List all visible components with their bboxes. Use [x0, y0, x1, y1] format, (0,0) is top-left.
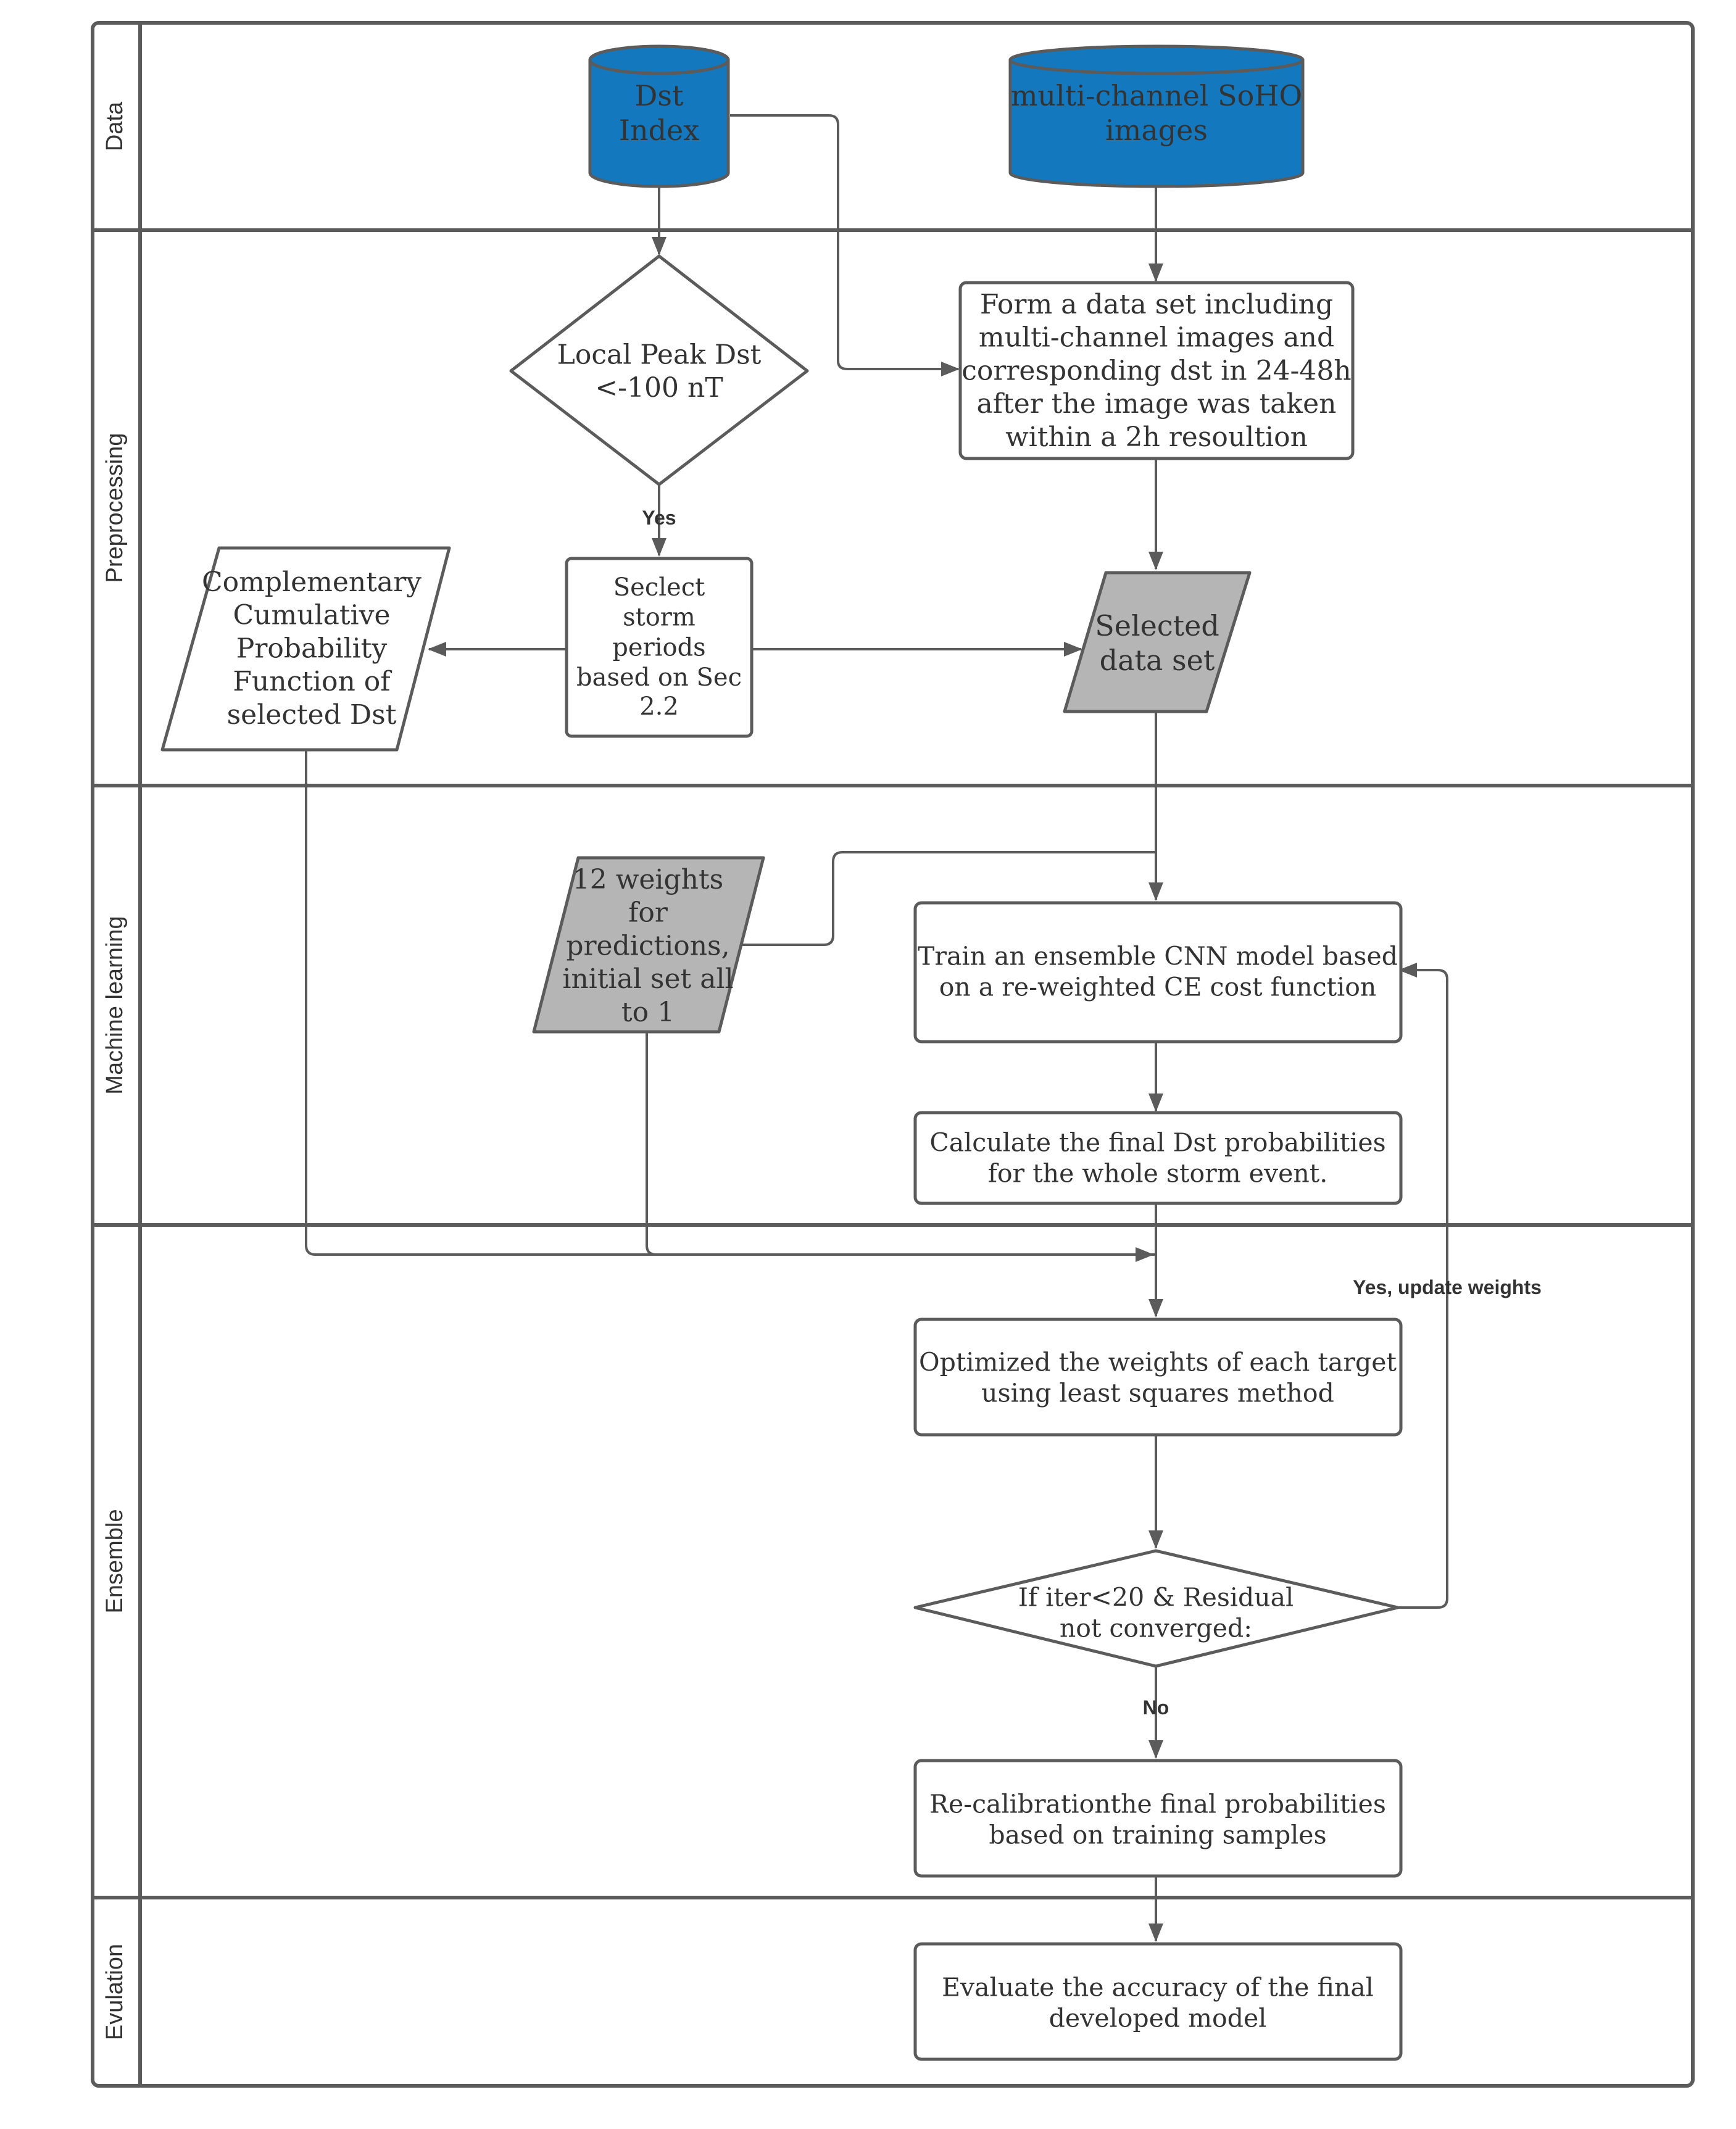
select-storm-section-link[interactable]: 2.2: [639, 692, 679, 721]
text-line: Train an ensemble CNN model based: [918, 941, 1398, 971]
text-line: within a 2h resoultion: [1005, 421, 1308, 453]
text-line: for: [628, 897, 668, 929]
text-line: using least squares method: [981, 1378, 1334, 1408]
lane-label-evaluation: Evulation: [102, 1944, 128, 2040]
text-line: Re-calibrationthe final probabilities: [929, 1789, 1386, 1819]
lane-label-preprocessing: Preprocessing: [102, 433, 128, 583]
text-line: for the whole storm event.: [988, 1158, 1328, 1188]
edge-label-yes: Yes: [642, 507, 676, 529]
text-line: Function of: [233, 666, 392, 697]
text-line: after the image was taken: [977, 388, 1337, 420]
edge-weights-to-ensemble: [646, 1032, 657, 1256]
text-line: images: [1105, 114, 1208, 147]
text-line: Form a data set including: [980, 289, 1333, 320]
text-line: <-100 nT: [595, 372, 723, 404]
text-line: If iter<20 & Residual: [1018, 1582, 1294, 1612]
text-line: Calculate the final Dst probabilities: [929, 1127, 1385, 1157]
text-line: based on Sec: [576, 663, 742, 692]
text-line: predictions,: [566, 930, 729, 961]
text-line: Selected: [1095, 609, 1219, 642]
text-line: Dst: [635, 79, 684, 112]
connectors: [305, 114, 1448, 1942]
local-peak-label: Local Peak Dst<-100 nT: [557, 339, 762, 404]
text-line: multi-channel images and: [979, 322, 1334, 354]
text-line: Evaluate the accuracy of the final: [942, 1972, 1374, 2002]
text-line: Optimized the weights of each target: [919, 1347, 1397, 1377]
edge-label-yes-update: Yes, update weights: [1353, 1276, 1542, 1298]
lane-label-data: Data: [102, 101, 128, 151]
edge-weights-to-train: [742, 851, 1156, 946]
text-line: to 1: [621, 997, 675, 1028]
text-line: Index: [619, 114, 699, 147]
text-line: Complementary: [202, 566, 422, 598]
text-line: Seclect: [613, 573, 705, 602]
edge-label-no: No: [1143, 1696, 1169, 1719]
edge-dst-to-form-dataset: [730, 114, 960, 376]
text-line: Local Peak Dst: [557, 339, 762, 371]
text-line: Cumulative: [233, 600, 390, 631]
text-line: developed model: [1049, 2003, 1267, 2033]
text-line: selected Dst: [227, 699, 397, 731]
text-line: not converged:: [1060, 1613, 1252, 1643]
text-line: periods: [612, 633, 705, 662]
text-line: initial set all: [562, 963, 733, 995]
text-line: corresponding dst in 24-48h: [961, 355, 1352, 386]
text-line: storm: [623, 604, 696, 632]
text-line: 12 weights: [573, 864, 724, 895]
local-peak-decision: Local Peak Dst<-100 nT: [509, 254, 809, 486]
edge-ccpf-to-ensemble: [305, 750, 1156, 1256]
lane-label-ensemble: Ensemble: [102, 1509, 128, 1614]
text-line: based on training samples: [989, 1820, 1326, 1849]
edge-condition-loop-to-train: [1398, 963, 1448, 1609]
text-line: data set: [1100, 644, 1215, 677]
text-line: multi-channel SoHO: [1011, 79, 1302, 112]
text-line: Probability: [236, 633, 388, 664]
text-line: on a re-weighted CE cost function: [939, 972, 1377, 1002]
swimlane-frame: [91, 21, 1695, 2088]
lane-label-machine-learning: Machine learning: [102, 916, 128, 1094]
